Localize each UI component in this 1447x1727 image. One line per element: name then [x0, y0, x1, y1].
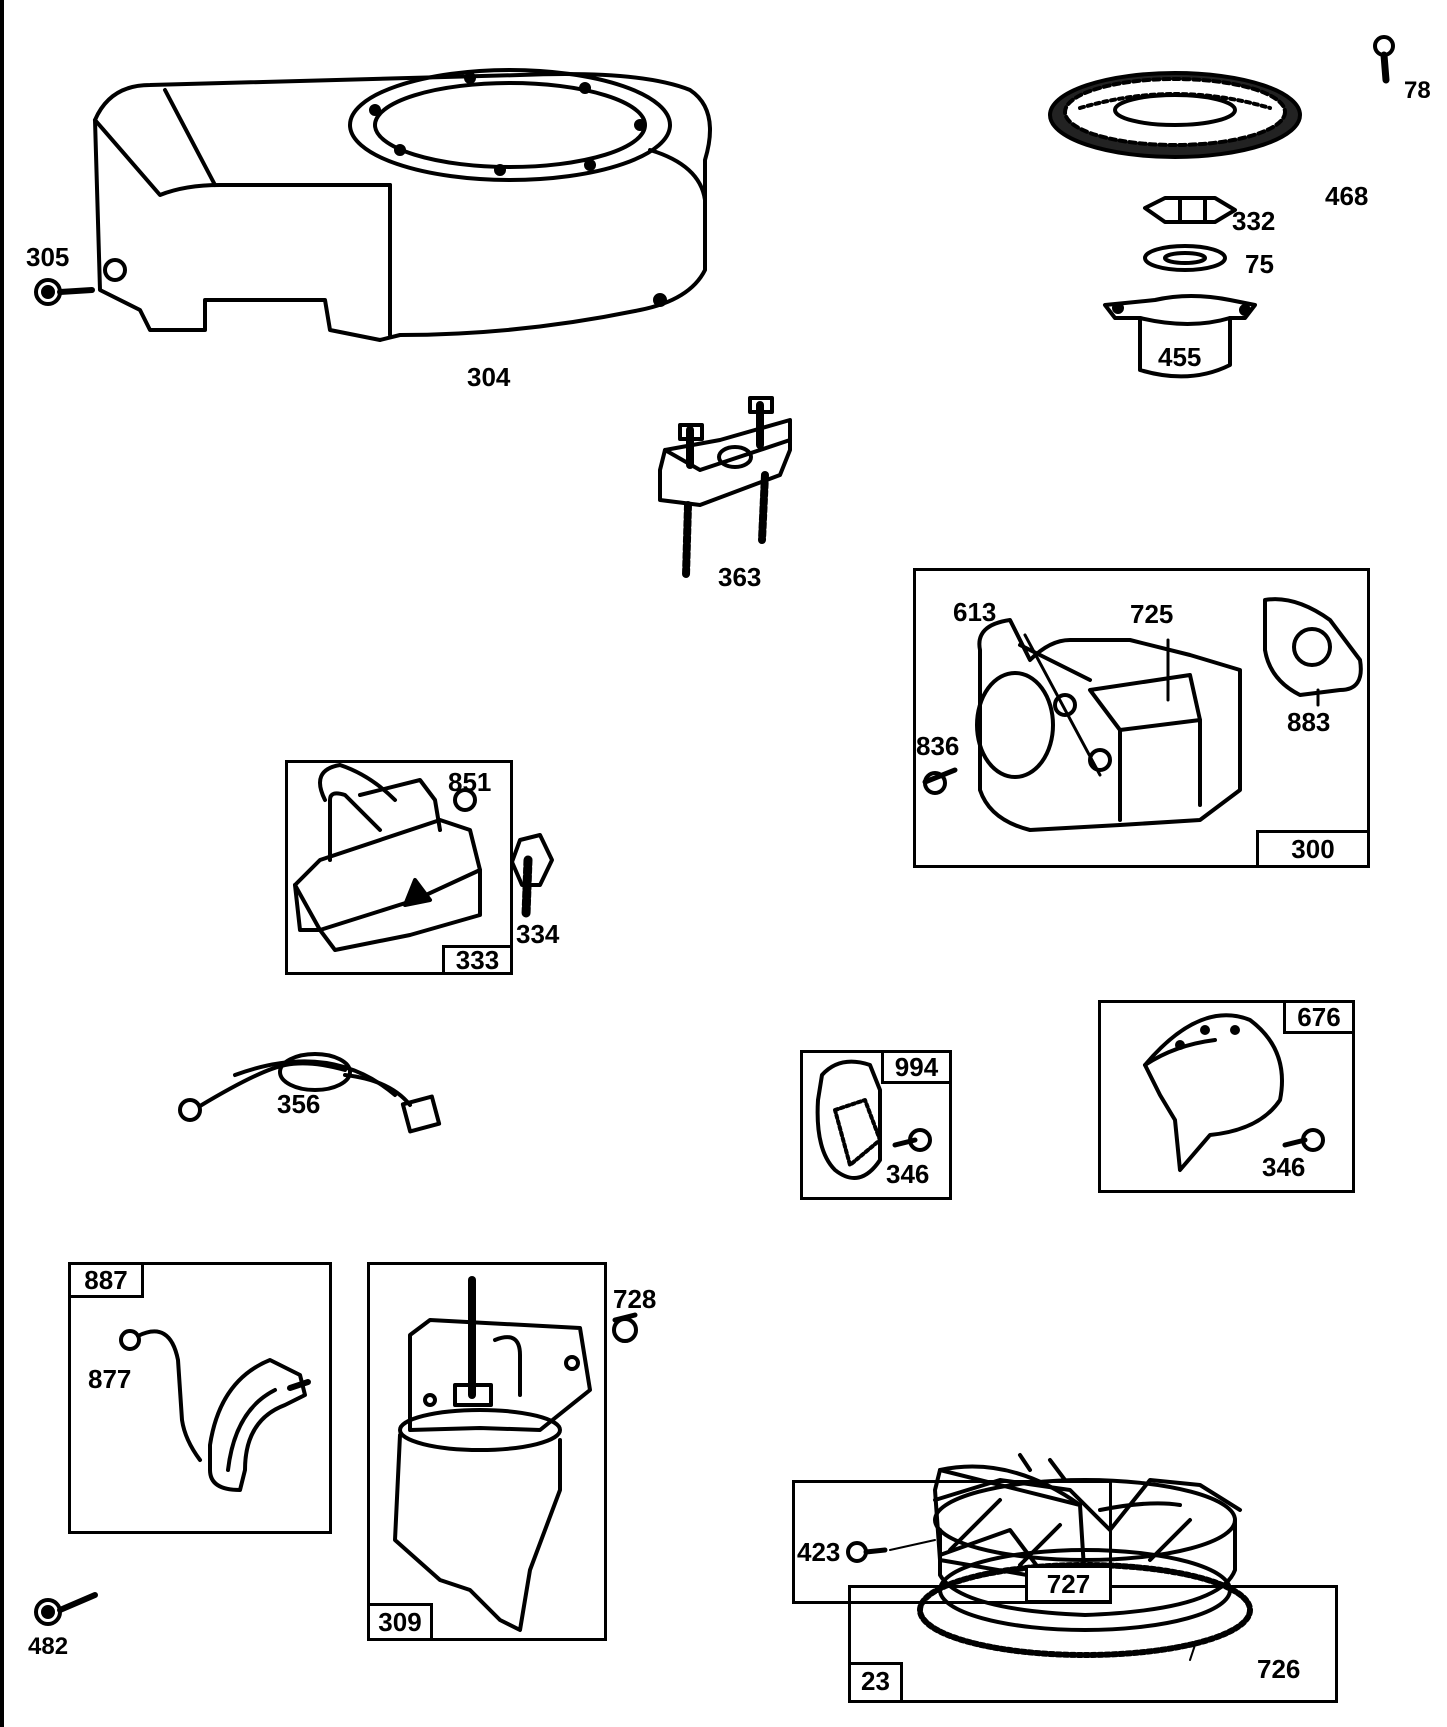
- frame-727: [792, 1480, 1112, 1604]
- screw-78: [1373, 35, 1395, 84]
- frame-676: [1098, 1000, 1355, 1193]
- label-727: 727: [1025, 1565, 1112, 1603]
- cover-994: [815, 1059, 932, 1180]
- label-676: 676: [1283, 1000, 1355, 1034]
- label-423: 423: [797, 1537, 841, 1567]
- frame-300: [913, 568, 1370, 868]
- label-363: 363: [718, 562, 762, 592]
- alternator-887: [119, 1329, 311, 1492]
- label-836: 836: [916, 731, 960, 761]
- label-613: 613: [953, 597, 997, 627]
- screw-482: [34, 1592, 98, 1626]
- label-346-a: 346: [886, 1159, 930, 1189]
- screw-305: [34, 278, 95, 306]
- frame-333: [285, 760, 513, 975]
- label-877: 877: [88, 1364, 132, 1394]
- frame-994: [800, 1050, 952, 1200]
- label-728: 728: [613, 1284, 657, 1314]
- ignition-armature-333: [293, 763, 482, 952]
- frame-309: [367, 1262, 607, 1641]
- label-23: 23: [848, 1662, 903, 1703]
- label-332: 332: [1232, 206, 1276, 236]
- fuel-tank-309: [393, 1276, 638, 1632]
- label-300: 300: [1256, 830, 1370, 868]
- label-887: 887: [68, 1262, 144, 1298]
- label-305: 305: [26, 242, 70, 272]
- washer-75: [1143, 244, 1227, 272]
- leader-423: [889, 1539, 936, 1551]
- page-left-border: [0, 0, 4, 1727]
- label-346-b: 346: [1262, 1152, 1306, 1182]
- rotating-screen-468: [1048, 71, 1302, 159]
- label-851: 851: [448, 767, 492, 797]
- ground-wire-356: [178, 1052, 442, 1134]
- screw-423: [846, 1541, 888, 1563]
- label-356: 356: [277, 1089, 321, 1119]
- label-304: 304: [467, 362, 511, 392]
- bolt-334: [510, 833, 554, 920]
- carburetor-300: [922, 597, 1363, 832]
- label-334: 334: [516, 919, 560, 949]
- starter-cup-455: [1103, 294, 1257, 379]
- label-883: 883: [1287, 707, 1331, 737]
- cover-676: [1143, 1013, 1325, 1172]
- label-726: 726: [1257, 1654, 1301, 1684]
- label-482: 482: [28, 1633, 69, 1660]
- label-75: 75: [1245, 249, 1274, 279]
- label-455: 455: [1158, 342, 1202, 372]
- bracket-363: [658, 396, 792, 579]
- frame-887: [68, 1262, 332, 1534]
- label-994: 994: [881, 1050, 952, 1084]
- label-78: 78: [1404, 77, 1431, 104]
- leader-726: [1189, 1644, 1196, 1661]
- fan-727: [933, 1453, 1087, 1587]
- blower-housing-304: [93, 68, 712, 342]
- label-333: 333: [442, 945, 513, 975]
- label-309: 309: [367, 1603, 433, 1641]
- label-468: 468: [1325, 181, 1369, 211]
- label-725: 725: [1130, 599, 1174, 629]
- nut-332: [1143, 196, 1237, 224]
